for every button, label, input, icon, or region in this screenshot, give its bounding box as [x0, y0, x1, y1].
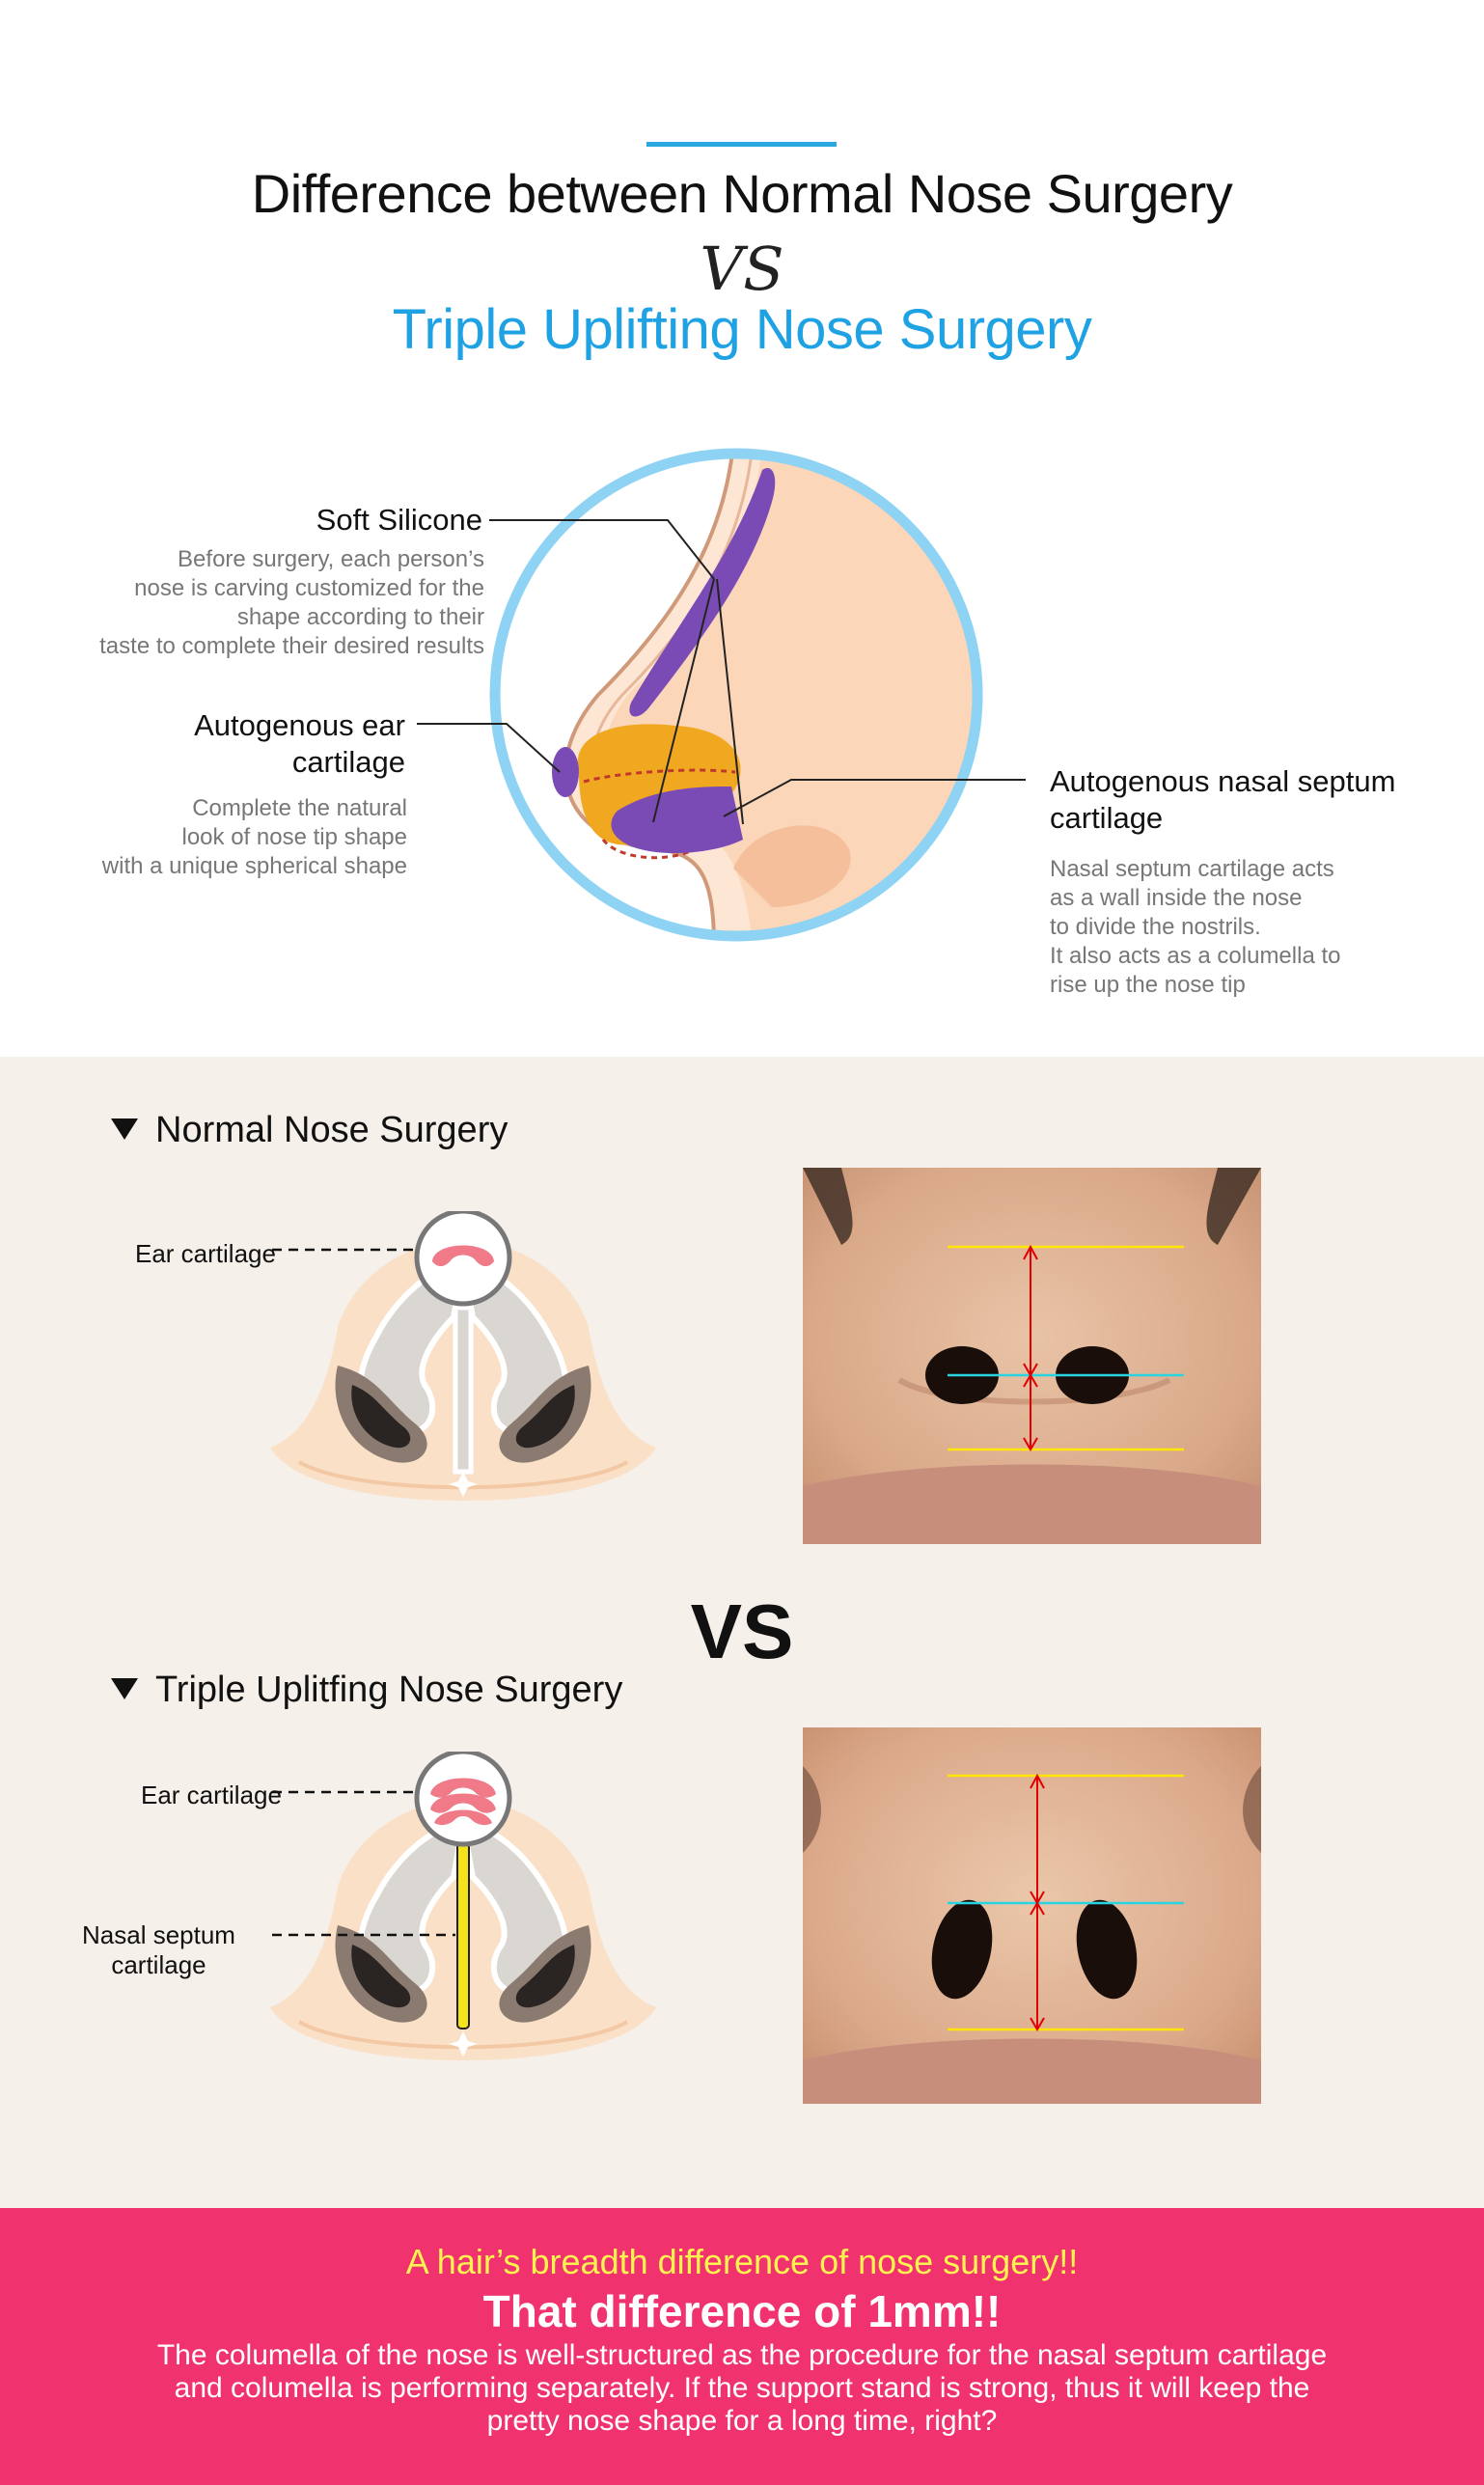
septum-cartilage-desc: Nasal septum cartilage acts as a wall in…	[1050, 856, 1341, 998]
silicone-implant-shape	[629, 468, 776, 717]
triple-septum-label: Nasal septum cartilage	[82, 1920, 235, 1979]
vs-label: VS	[690, 1588, 794, 1674]
normal-ear-cartilage-label: Ear cartilage	[135, 1239, 276, 1268]
triple-nose-illustration	[270, 1752, 656, 2060]
normal-surgery-heading: Normal Nose Surgery	[111, 1110, 508, 1151]
soft-silicone-desc: Before surgery, each person’s nose is ca…	[99, 546, 484, 659]
summary-banner: A hair’s breadth difference of nose surg…	[0, 2208, 1484, 2485]
triple-surgery-heading: Triple Uplitfing Nose Surgery	[111, 1670, 622, 1711]
summary-headline: That difference of 1mm!!	[482, 2286, 1002, 2336]
title-vs: VS	[700, 234, 784, 304]
septum-cartilage-title: Autogenous nasal septum cartilage	[1050, 764, 1396, 835]
ear-cartilage-title: Autogenous ear cartilage	[194, 708, 405, 779]
triple-result-photo	[803, 1727, 1261, 2104]
normal-result-photo	[803, 1168, 1261, 1544]
page-subtitle: Triple Uplifting Nose Surgery	[392, 298, 1092, 361]
magnifier-circle-border	[489, 448, 983, 942]
intro-section: Difference between Normal Nose Surgery V…	[0, 0, 1484, 1057]
normal-nose-illustration	[270, 1211, 656, 1501]
accent-bar	[646, 142, 837, 147]
triple-ear-cartilage-label: Ear cartilage	[141, 1781, 282, 1809]
ear-cartilage-desc: Complete the natural look of nose tip sh…	[101, 795, 407, 879]
nose-cross-section-diagram	[417, 448, 1026, 942]
page-title: Difference between Normal Nose Surgery	[251, 163, 1233, 224]
triangle-down-icon	[111, 1118, 138, 1140]
septum-cartilage-shape	[611, 787, 743, 854]
triangle-down-icon	[111, 1677, 138, 1699]
soft-silicone-title: Soft Silicone	[316, 503, 482, 537]
summary-tagline: A hair’s breadth difference of nose surg…	[405, 2242, 1079, 2281]
summary-body: The columella of the nose is well-struct…	[156, 2339, 1328, 2437]
comparison-section: Normal Nose Surgery Ear cartilage	[0, 1057, 1484, 2208]
